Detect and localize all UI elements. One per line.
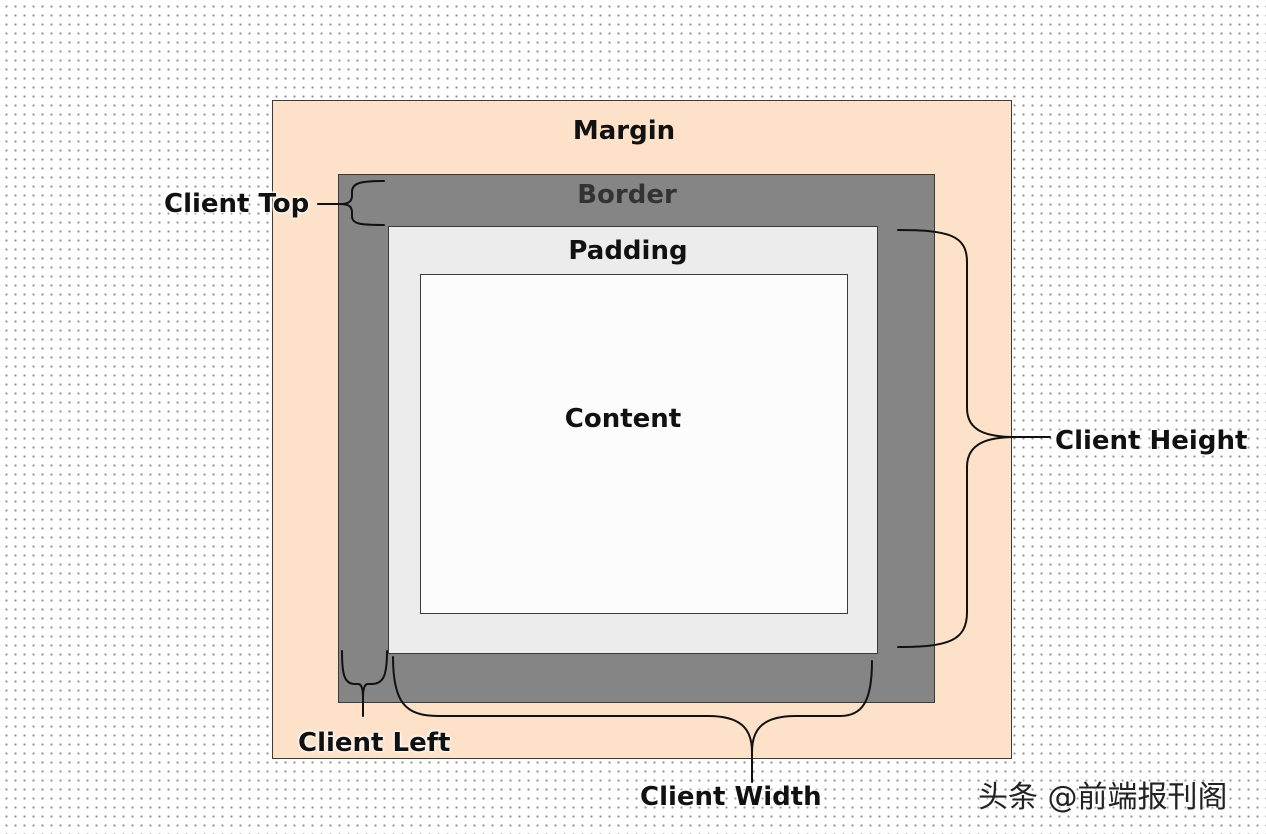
margin-label: Margin — [572, 116, 676, 146]
watermark-text: 头条 @前端报刊阁 — [978, 780, 1228, 815]
client-height-brace — [897, 229, 1017, 648]
client-height-label: Client Height — [1055, 426, 1248, 456]
padding-label: Padding — [568, 236, 688, 266]
border-label: Border — [577, 180, 677, 210]
client-width-brace — [392, 656, 873, 753]
content-box — [420, 274, 848, 614]
client-top-label: Client Top — [164, 189, 310, 219]
client-width-label: Client Width — [640, 782, 822, 812]
client-left-label: Client Left — [298, 728, 451, 758]
content-label: Content — [564, 404, 682, 434]
client-left-brace — [341, 650, 388, 699]
client-top-brace — [339, 180, 385, 226]
